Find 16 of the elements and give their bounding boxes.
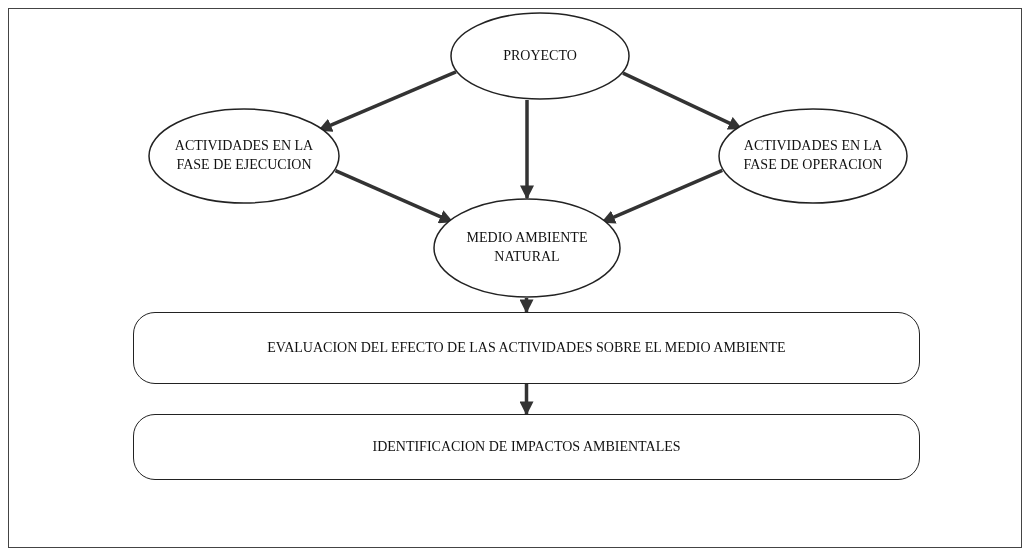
rounded-box [133,414,920,480]
arrow [520,100,534,200]
arrow [519,298,534,314]
arrow [519,384,534,416]
node-label: IDENTIFICACION DE IMPACTOS AMBIENTALES [372,437,681,456]
node-label: MEDIO AMBIENTE NATURAL [465,229,589,266]
node-label: EVALUACION DEL EFECTO DE LAS ACTIVIDADES SOBRE EL MEDIO AMBIENTE [267,338,786,357]
node-label: PROYECTO [503,46,577,65]
ellipse-node [148,108,340,204]
ellipse-node [450,12,630,100]
rounded-box [133,312,920,384]
arrow [601,168,723,224]
node-label: ACTIVIDADES EN LA FASE DE EJECUCION [173,137,315,174]
node-label: ACTIVIDADES EN LA FASE DE OPERACION [742,137,884,174]
ellipse-node [433,198,621,298]
ellipse-node [718,108,908,204]
